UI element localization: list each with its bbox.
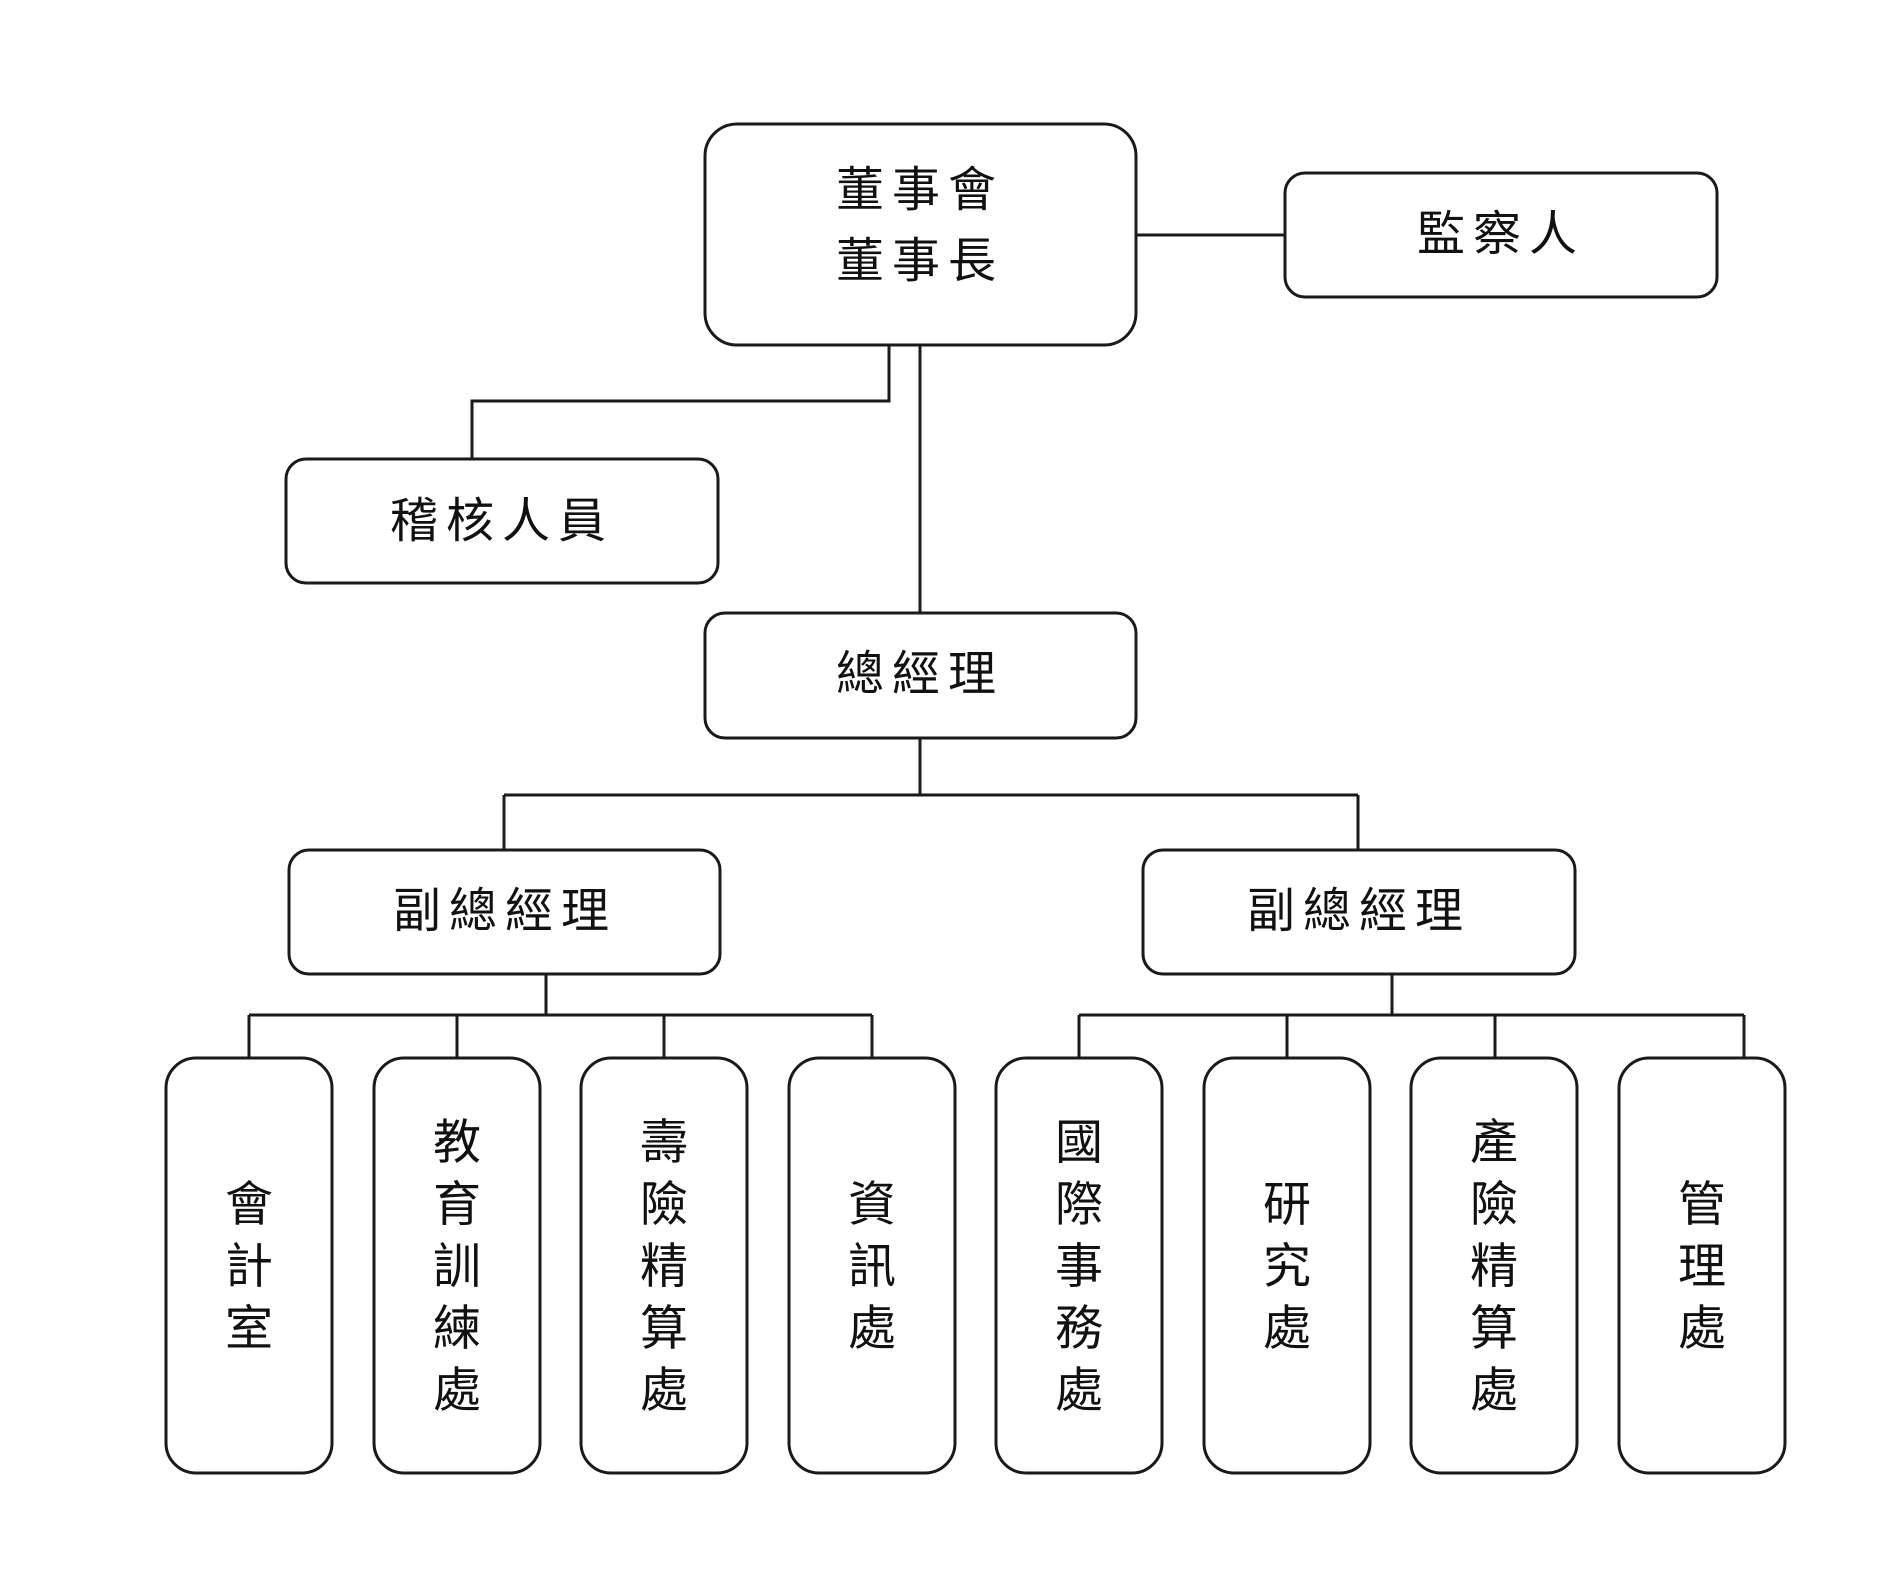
supervisor-node: 監察人 [1283,171,1719,299]
chairman-label: 董事長 [836,233,1004,289]
vp-left-label: 副總經理 [393,883,617,939]
vp-right-label: 副總經理 [1247,883,1471,939]
department-label: 產險精算處 [1470,1115,1518,1419]
department-node: 資訊處 [787,1056,957,1475]
department-node: 會計室 [164,1056,334,1475]
department-label: 管理處 [1678,1177,1726,1357]
department-node: 壽險精算處 [579,1056,749,1475]
department-node: 研究處 [1202,1056,1372,1475]
department-label: 國際事務處 [1055,1115,1103,1419]
board-node: 董事會 董事長 [703,122,1138,347]
board-label: 董事會 [836,162,1004,218]
department-label: 研究處 [1263,1177,1311,1357]
vp-left-departments-connector [247,974,874,1058]
department-label: 壽險精算處 [640,1115,688,1419]
vp-right-departments-connector [1077,974,1746,1058]
vp-right-node: 副總經理 [1141,848,1577,976]
president-node: 總經理 [703,611,1138,740]
departments: 會計室 教育訓練處 壽險精算處 資訊處 國際事務處 研究處 產險精算處 管理處 [164,1056,1787,1475]
department-node: 管理處 [1617,1056,1787,1475]
connectors [247,233,1746,1058]
department-label: 資訊處 [848,1177,896,1357]
department-label: 教育訓練處 [433,1115,481,1419]
department-node: 教育訓練處 [372,1056,542,1475]
vp-left-node: 副總經理 [287,848,722,976]
auditor-node: 稽核人員 [284,457,720,585]
auditor-label: 稽核人員 [390,493,614,549]
department-label: 會計室 [225,1177,273,1357]
board-auditor-connector [470,345,891,459]
department-node: 產險精算處 [1409,1056,1579,1475]
president-label: 總經理 [836,646,1004,702]
department-node: 國際事務處 [994,1056,1164,1475]
president-vp-connector [502,738,1360,850]
supervisor-label: 監察人 [1417,206,1585,262]
